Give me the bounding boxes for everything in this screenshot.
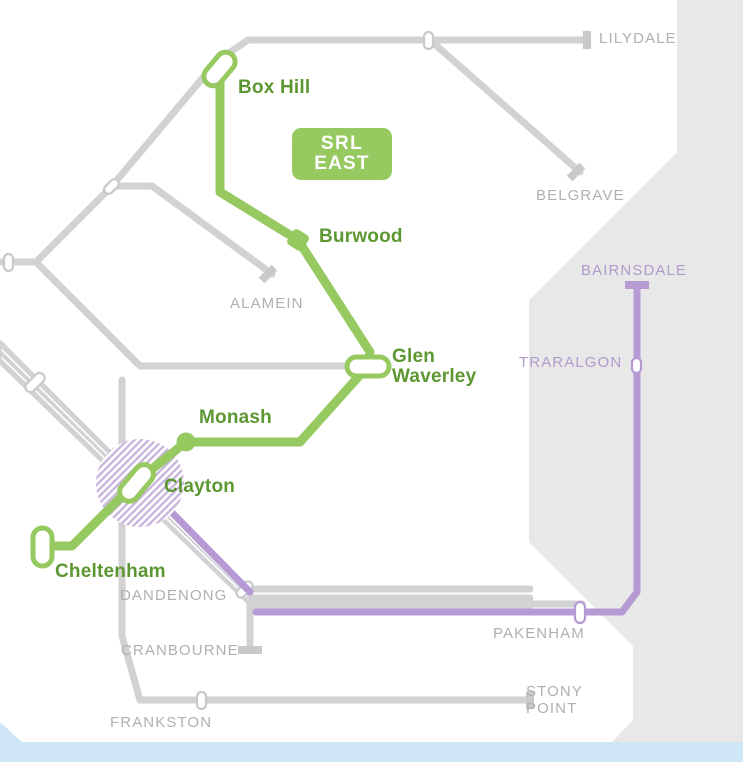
- line-corridor-a: [0, 340, 534, 593]
- cap-cranbourne: [238, 646, 262, 654]
- line-frankston: [118, 376, 534, 704]
- line-belgrave: [426, 36, 584, 176]
- metro-interchange-markers: [2, 30, 435, 711]
- metro-terminus-caps: [238, 31, 591, 709]
- srl-line: [37, 73, 375, 551]
- line-boxhill-sw: [108, 58, 220, 190]
- srl-station-markers: [30, 49, 392, 569]
- vline-markers: [573, 356, 643, 625]
- marker-box-hill: [201, 49, 238, 89]
- marker-cheltenham: [30, 525, 55, 569]
- cap-alamein: [258, 264, 278, 284]
- srl-east-badge: SRL EAST: [292, 128, 392, 180]
- line-junction-north: [32, 182, 116, 266]
- marker-west-junction: [2, 252, 15, 273]
- region-water: [0, 722, 743, 762]
- marker-boxhill-junction: [103, 178, 120, 195]
- line-corridor-c: [0, 356, 534, 610]
- marker-clayton: [117, 462, 156, 504]
- cap-lilydale: [583, 31, 591, 49]
- srl-badge-line2: EAST: [314, 153, 370, 174]
- line-srl-east: [37, 73, 375, 551]
- marker-burwood: [287, 229, 309, 251]
- line-alamein: [108, 182, 276, 278]
- line-corridor-b: [0, 348, 534, 602]
- line-glenwaverley-grey: [32, 258, 354, 370]
- cap-belgrave: [566, 162, 586, 182]
- line-lilydale: [212, 36, 592, 66]
- marker-pakenham: [573, 600, 587, 625]
- marker-glen-waverley: [344, 354, 392, 379]
- cap-bairnsdale: [625, 281, 649, 289]
- cap-stony-point: [526, 691, 534, 709]
- srl-badge-line1: SRL: [320, 132, 364, 154]
- marker-corridor-interchange: [24, 371, 46, 394]
- marker-frankston: [195, 690, 208, 711]
- marker-traralgon: [630, 356, 643, 375]
- line-bairnsdale: [252, 284, 641, 616]
- marker-lilydale-junction: [422, 30, 435, 51]
- marker-monash: [176, 432, 196, 452]
